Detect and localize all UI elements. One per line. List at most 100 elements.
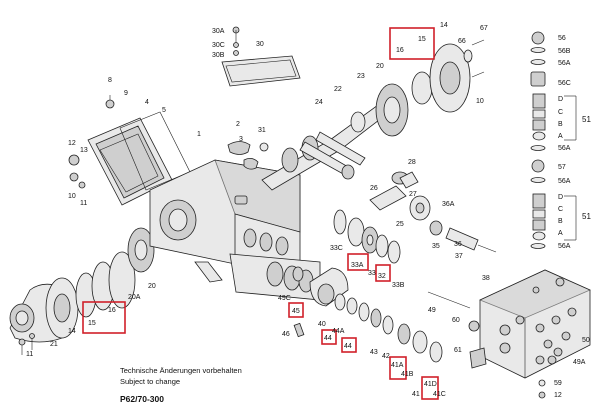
label-20A: 20A (128, 294, 141, 301)
plunger-guide-lower (292, 266, 443, 363)
label-33: 33 (368, 270, 376, 277)
label-30A: 30A (212, 28, 225, 35)
label-43: 43 (370, 349, 378, 356)
label-36: 36 (454, 241, 462, 248)
label-22: 22 (334, 86, 342, 93)
label-66: 66 (458, 38, 466, 45)
label-30: 30 (256, 41, 264, 48)
label-42: 42 (382, 353, 390, 360)
label-10a: 10 (68, 193, 76, 200)
label-57: 57 (558, 164, 566, 171)
label-56A-2: 56A (558, 145, 571, 152)
label-32: 32 (378, 273, 386, 280)
label-12b: 12 (554, 392, 562, 399)
label-61: 61 (454, 347, 462, 354)
label-1: 1 (197, 131, 201, 138)
valve-stack-right (530, 31, 577, 249)
highlight-15-16-top (389, 27, 435, 60)
highlight-44-a (341, 337, 357, 353)
label-38: 38 (482, 275, 490, 282)
bearing-right (375, 71, 433, 137)
label-37: 37 (455, 253, 463, 260)
oil-fill-caps (227, 141, 269, 170)
label-27: 27 (409, 191, 417, 198)
label-11a: 11 (80, 200, 87, 207)
label-41A: 41A (391, 362, 404, 369)
connecting-rods (299, 131, 366, 180)
rear-cover (87, 117, 173, 206)
label-36A: 36A (442, 201, 455, 208)
label-49A: 49A (573, 359, 586, 366)
label-13: 13 (80, 147, 88, 154)
note-subject-to-change: Subject to change (120, 377, 181, 386)
label-41D: 41D (424, 381, 437, 388)
seal-stack-center (333, 209, 401, 264)
label-33B: 33B (392, 282, 405, 289)
label-40: 40 (318, 321, 326, 328)
label-A2: A (558, 230, 563, 237)
oil-plug (68, 95, 115, 189)
label-44A: 44A (332, 328, 345, 335)
label-4: 4 (145, 99, 149, 106)
bolts-lower-left (18, 333, 35, 355)
highlight-15-16-left (82, 301, 126, 334)
label-10b: 10 (476, 98, 484, 105)
plunger-assembly (369, 171, 497, 253)
label-41: 41 (412, 391, 420, 398)
label-26: 26 (370, 185, 378, 192)
label-21: 21 (50, 341, 58, 348)
highlight-32 (375, 264, 391, 282)
label-25: 25 (396, 221, 404, 228)
label-30C: 30C (212, 42, 225, 49)
label-9: 9 (124, 90, 128, 97)
part-labels: 1 2 3 4 5 8 9 10 10 11 11 12 12 13 14 14… (26, 22, 591, 399)
label-46: 46 (282, 331, 290, 338)
label-C1: C (558, 109, 563, 116)
label-5: 5 (162, 107, 166, 114)
label-12a: 12 (68, 140, 76, 147)
label-C2: C (558, 206, 563, 213)
label-44b: 44 (324, 335, 332, 342)
label-15-top: 15 (418, 36, 426, 43)
side-flange-right (429, 39, 485, 113)
label-35: 35 (432, 243, 440, 250)
label-24: 24 (315, 99, 323, 106)
label-15-left: 15 (88, 320, 96, 327)
label-11b: 11 (26, 351, 33, 358)
label-60: 60 (452, 317, 460, 324)
label-B1: B (558, 121, 563, 128)
label-3: 3 (239, 136, 243, 143)
label-D1: D (558, 96, 563, 103)
label-56A-1: 56A (558, 60, 571, 67)
label-23: 23 (357, 73, 365, 80)
seal-rings-left (75, 227, 155, 318)
model-number: P62/70-300 (120, 394, 164, 404)
label-33C: 33C (330, 245, 343, 252)
label-41B: 41B (401, 371, 414, 378)
label-31: 31 (258, 127, 266, 134)
label-41C: 41C (433, 391, 446, 398)
label-59: 59 (554, 380, 562, 387)
label-56A-3: 56A (558, 178, 571, 185)
label-16-left: 16 (108, 307, 116, 314)
highlight-45 (288, 302, 304, 318)
label-56B: 56B (558, 48, 571, 55)
label-20b: 20 (148, 283, 156, 290)
label-A1: A (558, 133, 563, 140)
label-28: 28 (408, 159, 416, 166)
note-changes-reserved-de: Technische Änderungen vorbehalten (120, 366, 242, 375)
label-8: 8 (108, 77, 112, 84)
label-56A-4: 56A (558, 243, 571, 250)
label-44a: 44 (344, 343, 352, 350)
label-49C: 49C (278, 295, 291, 302)
label-51b: 51 (582, 212, 591, 221)
highlight-boxes (82, 27, 439, 400)
label-14a: 14 (440, 22, 448, 29)
top-cover-plate (221, 26, 301, 87)
motor-flange-cone (9, 277, 79, 343)
label-45: 45 (292, 308, 300, 315)
label-33A: 33A (351, 262, 364, 269)
highlight-41A-41B (389, 356, 407, 380)
label-56: 56 (558, 35, 566, 42)
